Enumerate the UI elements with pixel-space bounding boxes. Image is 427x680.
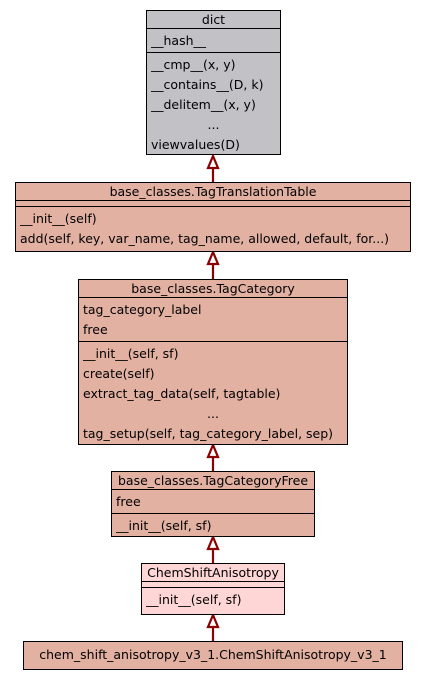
arrowhead-free [206, 534, 220, 551]
arrowhead-csa [206, 612, 220, 629]
attribute: free [83, 322, 108, 337]
arrowhead-ttt [206, 249, 220, 266]
class-tag-translation-table[interactable]: base_classes.TagTranslationTable __init_… [15, 182, 411, 252]
method: __delitem__(x, y) [151, 97, 256, 112]
arrowhead-tagcategory [206, 442, 220, 459]
method: __cmp__(x, y) [151, 57, 236, 72]
method-ellipsis: ... [207, 406, 219, 421]
class-title: base_classes.TagCategoryFree [112, 472, 314, 490]
class-tag-category[interactable]: base_classes.TagCategory tag_category_la… [78, 279, 348, 445]
attributes-section: tag_category_label free [79, 298, 347, 342]
methods-section: __init__(self, sf) create(self) extract_… [79, 342, 347, 445]
method: viewvalues(D) [151, 137, 240, 152]
method: add(self, key, var_name, tag_name, allow… [20, 231, 390, 246]
attributes-section: __hash__ [147, 29, 280, 53]
class-tag-category-free[interactable]: base_classes.TagCategoryFree free __init… [111, 471, 315, 537]
class-chem-shift-anisotropy-v3-1[interactable]: chem_shift_anisotropy_v3_1.ChemShiftAnis… [23, 641, 403, 670]
attributes-section [16, 201, 410, 207]
attribute: __hash__ [151, 33, 207, 48]
method: __init__(self, sf) [83, 346, 179, 361]
class-title: base_classes.TagTranslationTable [16, 183, 410, 201]
method: __init__(self, sf) [116, 518, 212, 533]
class-dict[interactable]: dict __hash__ __cmp__(x, y) __contains__… [146, 10, 281, 155]
method: __init__(self, sf) [146, 592, 242, 607]
class-chem-shift-anisotropy[interactable]: ChemShiftAnisotropy __init__(self, sf) [141, 563, 285, 615]
methods-section: __cmp__(x, y) __contains__(D, k) __delit… [147, 53, 280, 156]
methods-section: __init__(self, sf) [142, 588, 284, 611]
methods-section: __init__(self, sf) [112, 514, 314, 537]
attributes-section [142, 582, 284, 588]
attributes-section: free [112, 490, 314, 514]
class-title: dict [147, 11, 280, 29]
method: extract_tag_data(self, tagtable) [83, 386, 281, 401]
class-title: base_classes.TagCategory [79, 280, 347, 298]
class-title: chem_shift_anisotropy_v3_1.ChemShiftAnis… [39, 647, 387, 662]
method-ellipsis: ... [207, 117, 220, 132]
method: __init__(self) [20, 211, 97, 226]
methods-section: __init__(self) add(self, key, var_name, … [16, 207, 410, 250]
method: create(self) [83, 366, 155, 381]
arrowhead-dict [206, 153, 220, 170]
attribute: free [116, 494, 141, 509]
method: tag_setup(self, tag_category_label, sep) [83, 426, 334, 441]
class-title: ChemShiftAnisotropy [142, 564, 284, 582]
method: __contains__(D, k) [151, 77, 264, 92]
attribute: tag_category_label [83, 302, 202, 317]
